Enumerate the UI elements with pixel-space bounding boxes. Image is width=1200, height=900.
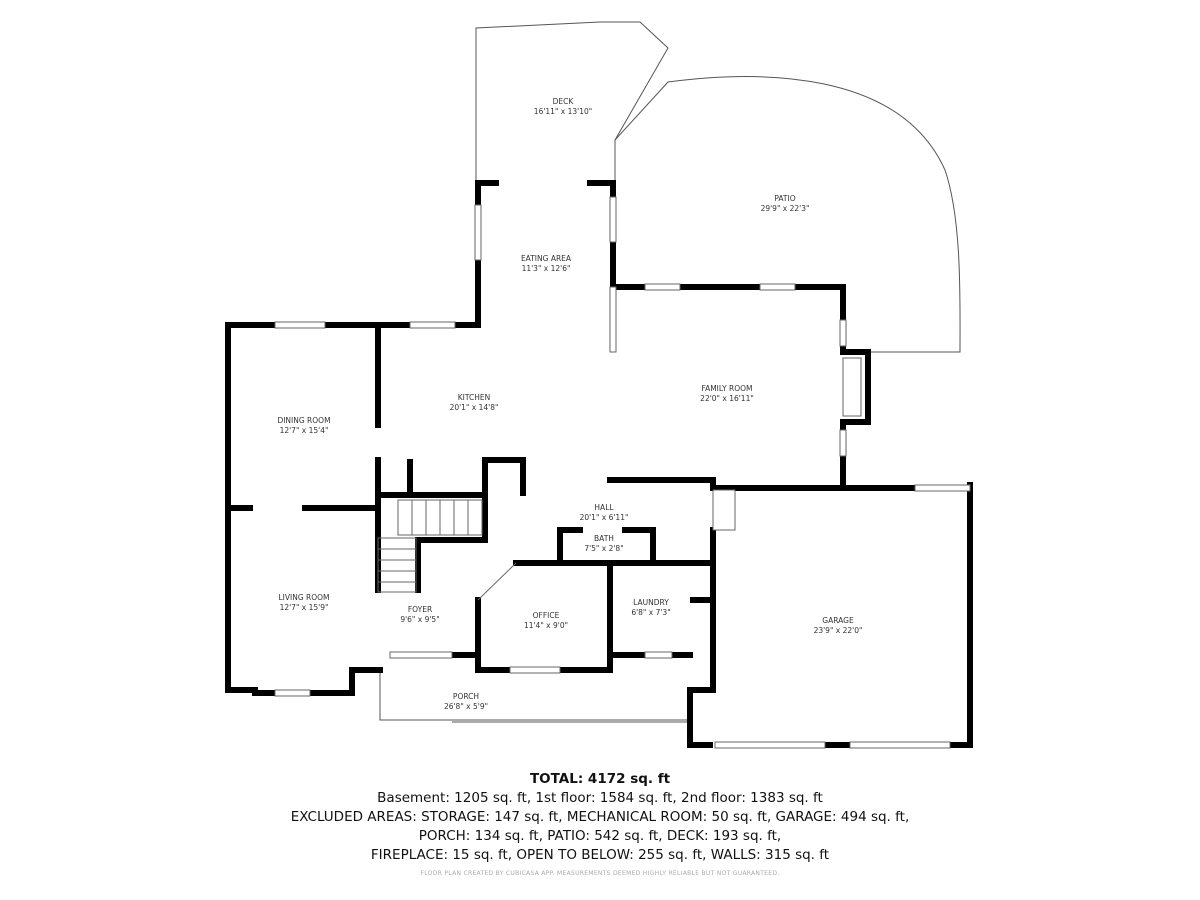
porch-label: PORCH <box>453 692 479 701</box>
kitchen-size: 20'1" x 14'8" <box>450 403 499 412</box>
total-area: TOTAL: 4172 sq. ft <box>529 771 671 787</box>
foyer-size: 9'6" x 9'5" <box>400 615 439 624</box>
laundry-size: 6'8" x 7'3" <box>631 608 670 617</box>
stairs <box>377 499 517 601</box>
windows <box>274 196 971 749</box>
laundry-label: LAUNDRY <box>633 598 669 607</box>
family-room-label: FAMILY ROOM <box>701 384 752 393</box>
excluded-areas-line-2: PORCH: 134 sq. ft, PATIO: 542 sq. ft, DE… <box>418 828 782 844</box>
foyer-label: FOYER <box>408 605 432 614</box>
garage-label: GARAGE <box>822 616 854 625</box>
deck-label: DECK <box>553 97 575 106</box>
dining-room-label: DINING ROOM <box>277 416 330 425</box>
excluded-areas-line-3: FIREPLACE: 15 sq. ft, OPEN TO BELOW: 255… <box>370 847 830 863</box>
living-room-size: 12'7" x 15'9" <box>280 603 329 612</box>
living-room-label: LIVING ROOM <box>278 593 329 602</box>
garage-size: 23'9" x 22'0" <box>814 626 863 635</box>
excluded-areas-line-1: EXCLUDED AREAS: STORAGE: 147 sq. ft, MEC… <box>290 809 910 825</box>
office-size: 11'4" x 9'0" <box>524 621 568 630</box>
hall-size: 20'1" x 6'11" <box>580 513 629 522</box>
credit-text: FLOOR PLAN CREATED BY CUBICASA APP. MEAS… <box>420 870 780 877</box>
eating-area-size: 11'3" x 12'6" <box>522 264 571 273</box>
patio-size: 29'9" x 22'3" <box>761 204 810 213</box>
hall-label: HALL <box>594 503 614 512</box>
walls <box>225 180 973 748</box>
patio-outline <box>614 76 961 353</box>
dining-room-size: 12'7" x 15'4" <box>280 426 329 435</box>
porch-outline <box>379 670 690 721</box>
floor-areas: Basement: 1205 sq. ft, 1st floor: 1584 s… <box>377 790 823 806</box>
kitchen-label: KITCHEN <box>458 393 491 402</box>
deck-size: 16'11" x 13'10" <box>534 107 592 116</box>
office-label: OFFICE <box>533 611 560 620</box>
patio-label: PATIO <box>774 194 795 203</box>
family-room-size: 22'0" x 16'11" <box>700 394 754 403</box>
bath-label: BATH <box>594 534 614 543</box>
area-summary: TOTAL: 4172 sq. ft Basement: 1205 sq. ft… <box>0 770 1200 865</box>
eating-area-label: EATING AREA <box>521 254 572 263</box>
bath-size: 7'5" x 2'8" <box>584 544 623 553</box>
porch-size: 26'8" x 5'9" <box>444 702 488 711</box>
